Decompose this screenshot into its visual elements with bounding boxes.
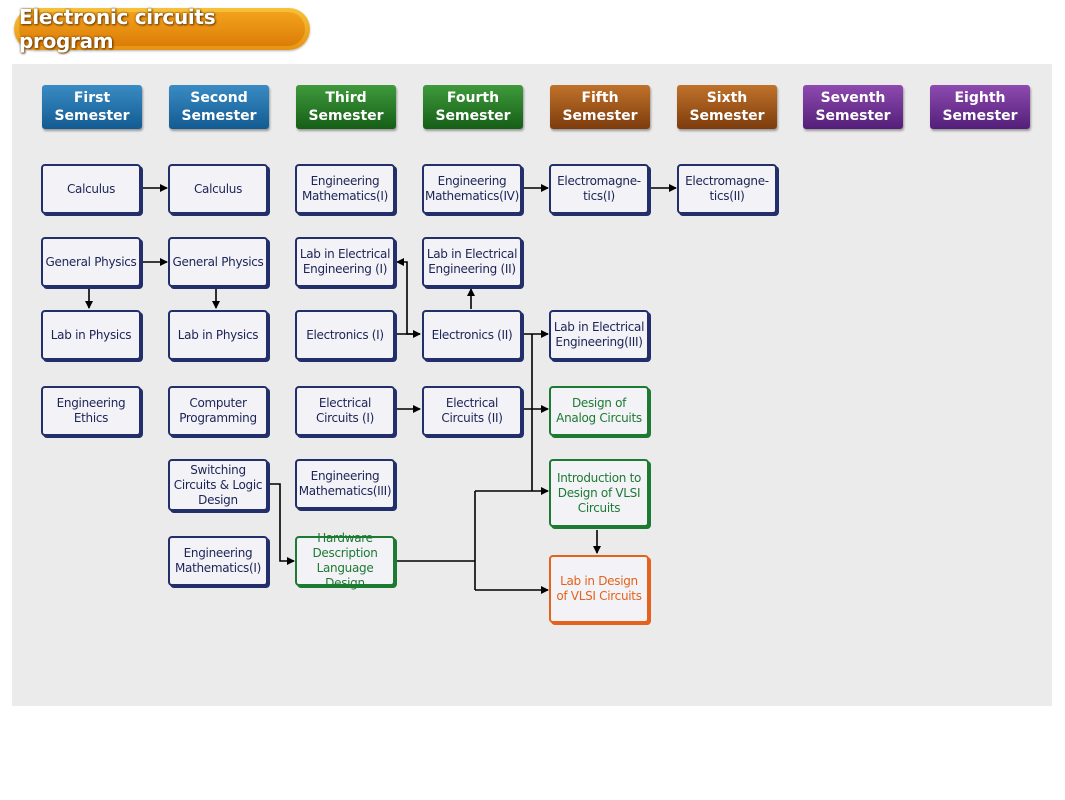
semester-header-seventh: Seventh Semester xyxy=(803,85,903,129)
course-electromagnetics-1[interactable]: Electromagne- tics(I) xyxy=(549,164,649,214)
semester-label: Semester xyxy=(435,108,511,124)
course-eng-math-1-second[interactable]: Engineering Mathematics(I) xyxy=(168,536,268,586)
course-electronics-2[interactable]: Electronics (II) xyxy=(422,310,522,360)
arrow-electronics2-labee1 xyxy=(396,258,420,335)
semester-header-first: First Semester xyxy=(42,85,142,129)
course-electrical-circuits-1[interactable]: Electrical Circuits (I) xyxy=(295,386,395,436)
semester-label: Second xyxy=(190,90,248,106)
course-lab-physics-2[interactable]: Lab in Physics xyxy=(168,310,268,360)
title-banner: Electronic circuits program xyxy=(14,5,310,53)
course-lab-physics-1[interactable]: Lab in Physics xyxy=(41,310,141,360)
semester-header-sixth: Sixth Semester xyxy=(677,85,777,129)
semester-header-fourth: Fourth Semester xyxy=(423,85,523,129)
course-lab-ee-3[interactable]: Lab in Electrical Engineering(III) xyxy=(549,310,649,360)
course-vlsi-lab[interactable]: Lab in Design of VLSI Circuits xyxy=(549,555,649,623)
semester-label: Semester xyxy=(942,108,1018,124)
course-hdl-design[interactable]: Hardware Description Language Design xyxy=(295,531,395,590)
course-general-physics-1[interactable]: General Physics xyxy=(41,237,141,287)
semester-label: Eighth xyxy=(954,90,1006,106)
semester-header-fifth: Fifth Semester xyxy=(550,85,650,129)
course-eng-math-1[interactable]: Engineering Mathematics(I) xyxy=(295,164,395,214)
course-vlsi-intro[interactable]: Introduction to Design of VLSI Circuits xyxy=(549,459,649,527)
course-switching-logic[interactable]: Switching Circuits & Logic Design xyxy=(168,459,268,511)
semester-label: Semester xyxy=(308,108,384,124)
course-calculus-1[interactable]: Calculus xyxy=(41,164,141,214)
course-lab-ee-2[interactable]: Lab in Electrical Engineering (II) xyxy=(422,237,522,287)
course-analog-design[interactable]: Design of Analog Circuits xyxy=(549,386,649,436)
semester-header-third: Third Semester xyxy=(296,85,396,129)
course-electronics-1[interactable]: Electronics (I) xyxy=(295,310,395,360)
semester-label: Sixth xyxy=(706,90,748,106)
semester-label: First xyxy=(73,90,111,106)
course-electrical-circuits-2[interactable]: Electrical Circuits (II) xyxy=(422,386,522,436)
course-electromagnetics-2[interactable]: Electromagne- tics(II) xyxy=(677,164,777,214)
semester-label: Semester xyxy=(562,108,638,124)
semester-label: Semester xyxy=(54,108,130,124)
semester-label: Fifth xyxy=(581,90,619,106)
semester-label: Semester xyxy=(689,108,765,124)
semester-label: Semester xyxy=(815,108,891,124)
course-eng-math-4[interactable]: Engineering Mathematics(IV) xyxy=(422,164,522,214)
course-general-physics-2[interactable]: General Physics xyxy=(168,237,268,287)
course-computer-programming[interactable]: Computer Programming xyxy=(168,386,268,436)
arrow-switching-hdl xyxy=(268,483,295,565)
course-calculus-2[interactable]: Calculus xyxy=(168,164,268,214)
course-eng-math-3[interactable]: Engineering Mathematics(III) xyxy=(295,459,395,509)
semester-label: Fourth xyxy=(446,90,500,106)
semester-label: Seventh xyxy=(820,90,886,106)
semester-label: Third xyxy=(325,90,367,106)
course-engineering-ethics[interactable]: Engineering Ethics xyxy=(41,386,141,436)
course-lab-ee-1[interactable]: Lab in Electrical Engineering (I) xyxy=(295,237,395,287)
semester-label: Semester xyxy=(181,108,257,124)
semester-header-second: Second Semester xyxy=(169,85,269,129)
semester-header-eighth: Eighth Semester xyxy=(930,85,1030,129)
